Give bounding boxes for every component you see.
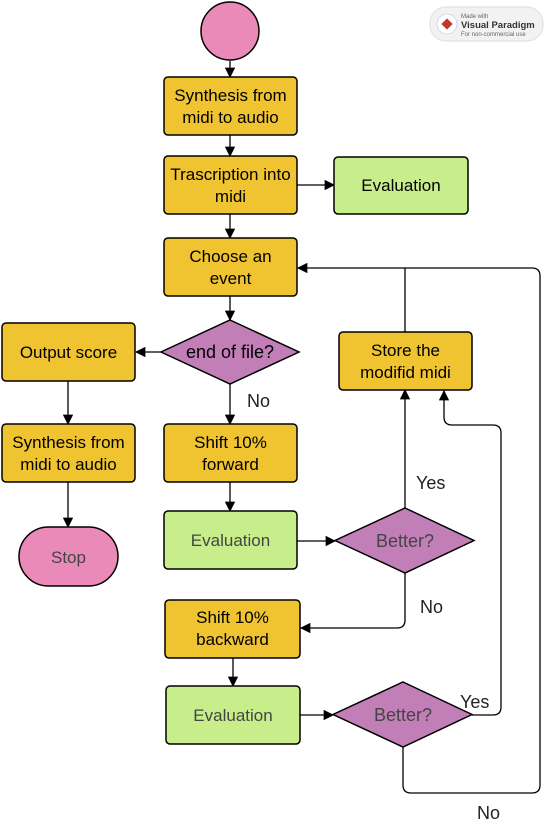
stop-node: Stop	[18, 526, 119, 587]
watermark-line-3: For non-commercial use	[461, 32, 526, 38]
shift-forward-node: Shift 10% forward	[163, 423, 298, 483]
edge-label-eof-no: No	[247, 391, 270, 411]
synthesis-node-1: Synthesis from midi to audio	[163, 76, 298, 136]
evaluation-node-backward-label: Evaluation	[193, 706, 272, 725]
better-decision-1: Better?	[333, 507, 476, 574]
synthesis-node-1-line-1: Synthesis from	[174, 86, 286, 105]
output-score-node-label: Output score	[20, 343, 117, 362]
synthesis-node-2-line-1: Synthesis from	[12, 433, 124, 452]
edge-better2-no-choose	[402, 267, 541, 794]
synthesis-node-1-line-2: midi to audio	[182, 108, 278, 127]
choose-event-node: Choose an event	[163, 237, 298, 297]
visual-paradigm-logo-icon	[436, 13, 458, 35]
watermark: Made with Visual Paradigm For non-commer…	[429, 6, 544, 42]
edge-better2-yes-store	[438, 389, 502, 716]
synthesis-node-2-line-2: midi to audio	[20, 455, 116, 474]
shift-backward-node: Shift 10% backward	[164, 599, 301, 659]
better-decision-2-label: Better?	[374, 705, 432, 725]
stop-node-label: Stop	[51, 548, 86, 567]
evaluation-node-top-label: Evaluation	[361, 176, 440, 195]
choose-event-node-line-1: Choose an	[189, 247, 271, 266]
edge-label-better1-yes: Yes	[416, 473, 445, 493]
transcription-node-line-2: midi	[215, 187, 246, 206]
evaluation-node-forward-label: Evaluation	[191, 531, 270, 550]
edges	[62, 61, 541, 794]
shift-forward-node-line-1: Shift 10%	[194, 433, 267, 452]
evaluation-node-forward: Evaluation	[163, 510, 298, 570]
edge-better1-no-shift-backward	[299, 573, 406, 634]
end-of-file-decision-label: end of file?	[186, 342, 274, 362]
shift-backward-node-line-1: Shift 10%	[196, 608, 269, 627]
shift-backward-node-line-2: backward	[196, 630, 269, 649]
watermark-brand: Visual Paradigm	[461, 20, 535, 31]
store-midi-node-line-2: modifid midi	[360, 363, 451, 382]
evaluation-node-top: Evaluation	[333, 156, 469, 215]
choose-event-node-line-2: event	[210, 269, 252, 288]
shift-forward-node-line-2: forward	[202, 455, 259, 474]
store-midi-node-line-1: Store the	[371, 341, 440, 360]
store-midi-node: Store the modifid midi	[338, 331, 473, 391]
start-node	[200, 1, 260, 61]
synthesis-node-2: Synthesis from midi to audio	[1, 423, 136, 483]
edge-label-better1-no: No	[420, 597, 443, 617]
transcription-node-line-1: Trascription into	[170, 165, 290, 184]
evaluation-node-backward: Evaluation	[165, 685, 301, 745]
watermark-line-1: Made with	[461, 14, 488, 20]
end-of-file-decision: end of file?	[159, 319, 301, 385]
transcription-node: Trascription into midi	[163, 155, 298, 215]
edge-store-choose	[296, 262, 406, 332]
better-decision-1-label: Better?	[376, 531, 434, 551]
better-decision-2: Better?	[331, 681, 474, 748]
output-score-node: Output score	[1, 322, 136, 382]
edge-label-better2-no: No	[477, 803, 500, 823]
edge-label-better2-yes: Yes	[460, 692, 489, 712]
